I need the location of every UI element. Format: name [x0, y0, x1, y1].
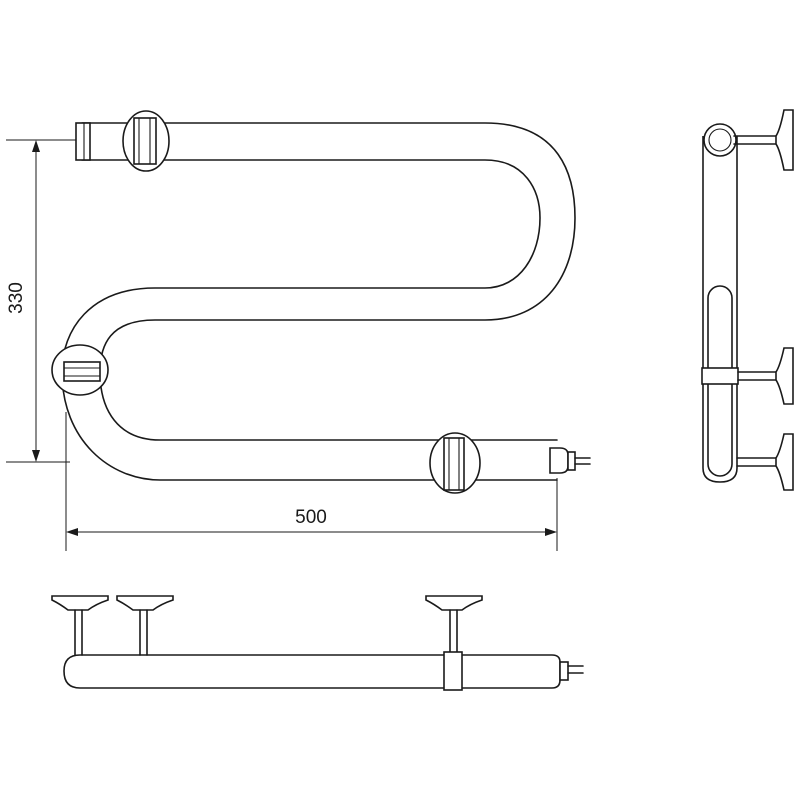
top-view-mount-3	[425, 595, 483, 691]
top-view-mount-1	[51, 595, 109, 656]
s-pipe-inner-outline	[61, 159, 558, 481]
top-wall-mount	[122, 110, 170, 172]
width-dimension-label: 500	[295, 507, 327, 528]
top-view-plug	[559, 661, 584, 681]
top-view-pipe	[63, 654, 561, 689]
bottom-wall-mount	[429, 432, 481, 494]
side-top-bracket	[733, 109, 794, 171]
width-dimension: 500	[65, 412, 558, 551]
top-view-mount-2	[116, 595, 174, 656]
middle-wall-mount	[51, 344, 109, 396]
top-view	[51, 595, 584, 691]
bottom-pipe-end-plug	[549, 447, 591, 474]
side-bottom-bracket	[736, 433, 794, 491]
top-pipe-end-cap	[75, 122, 91, 161]
side-middle-bracket	[701, 347, 794, 405]
height-dimension: 330	[6, 139, 76, 463]
side-view	[701, 109, 794, 491]
s-pipe-outer-outline	[81, 122, 576, 441]
height-dimension-label: 330	[6, 282, 27, 314]
front-view: 330 500	[6, 110, 591, 551]
side-top-pipe-inner	[708, 128, 732, 152]
